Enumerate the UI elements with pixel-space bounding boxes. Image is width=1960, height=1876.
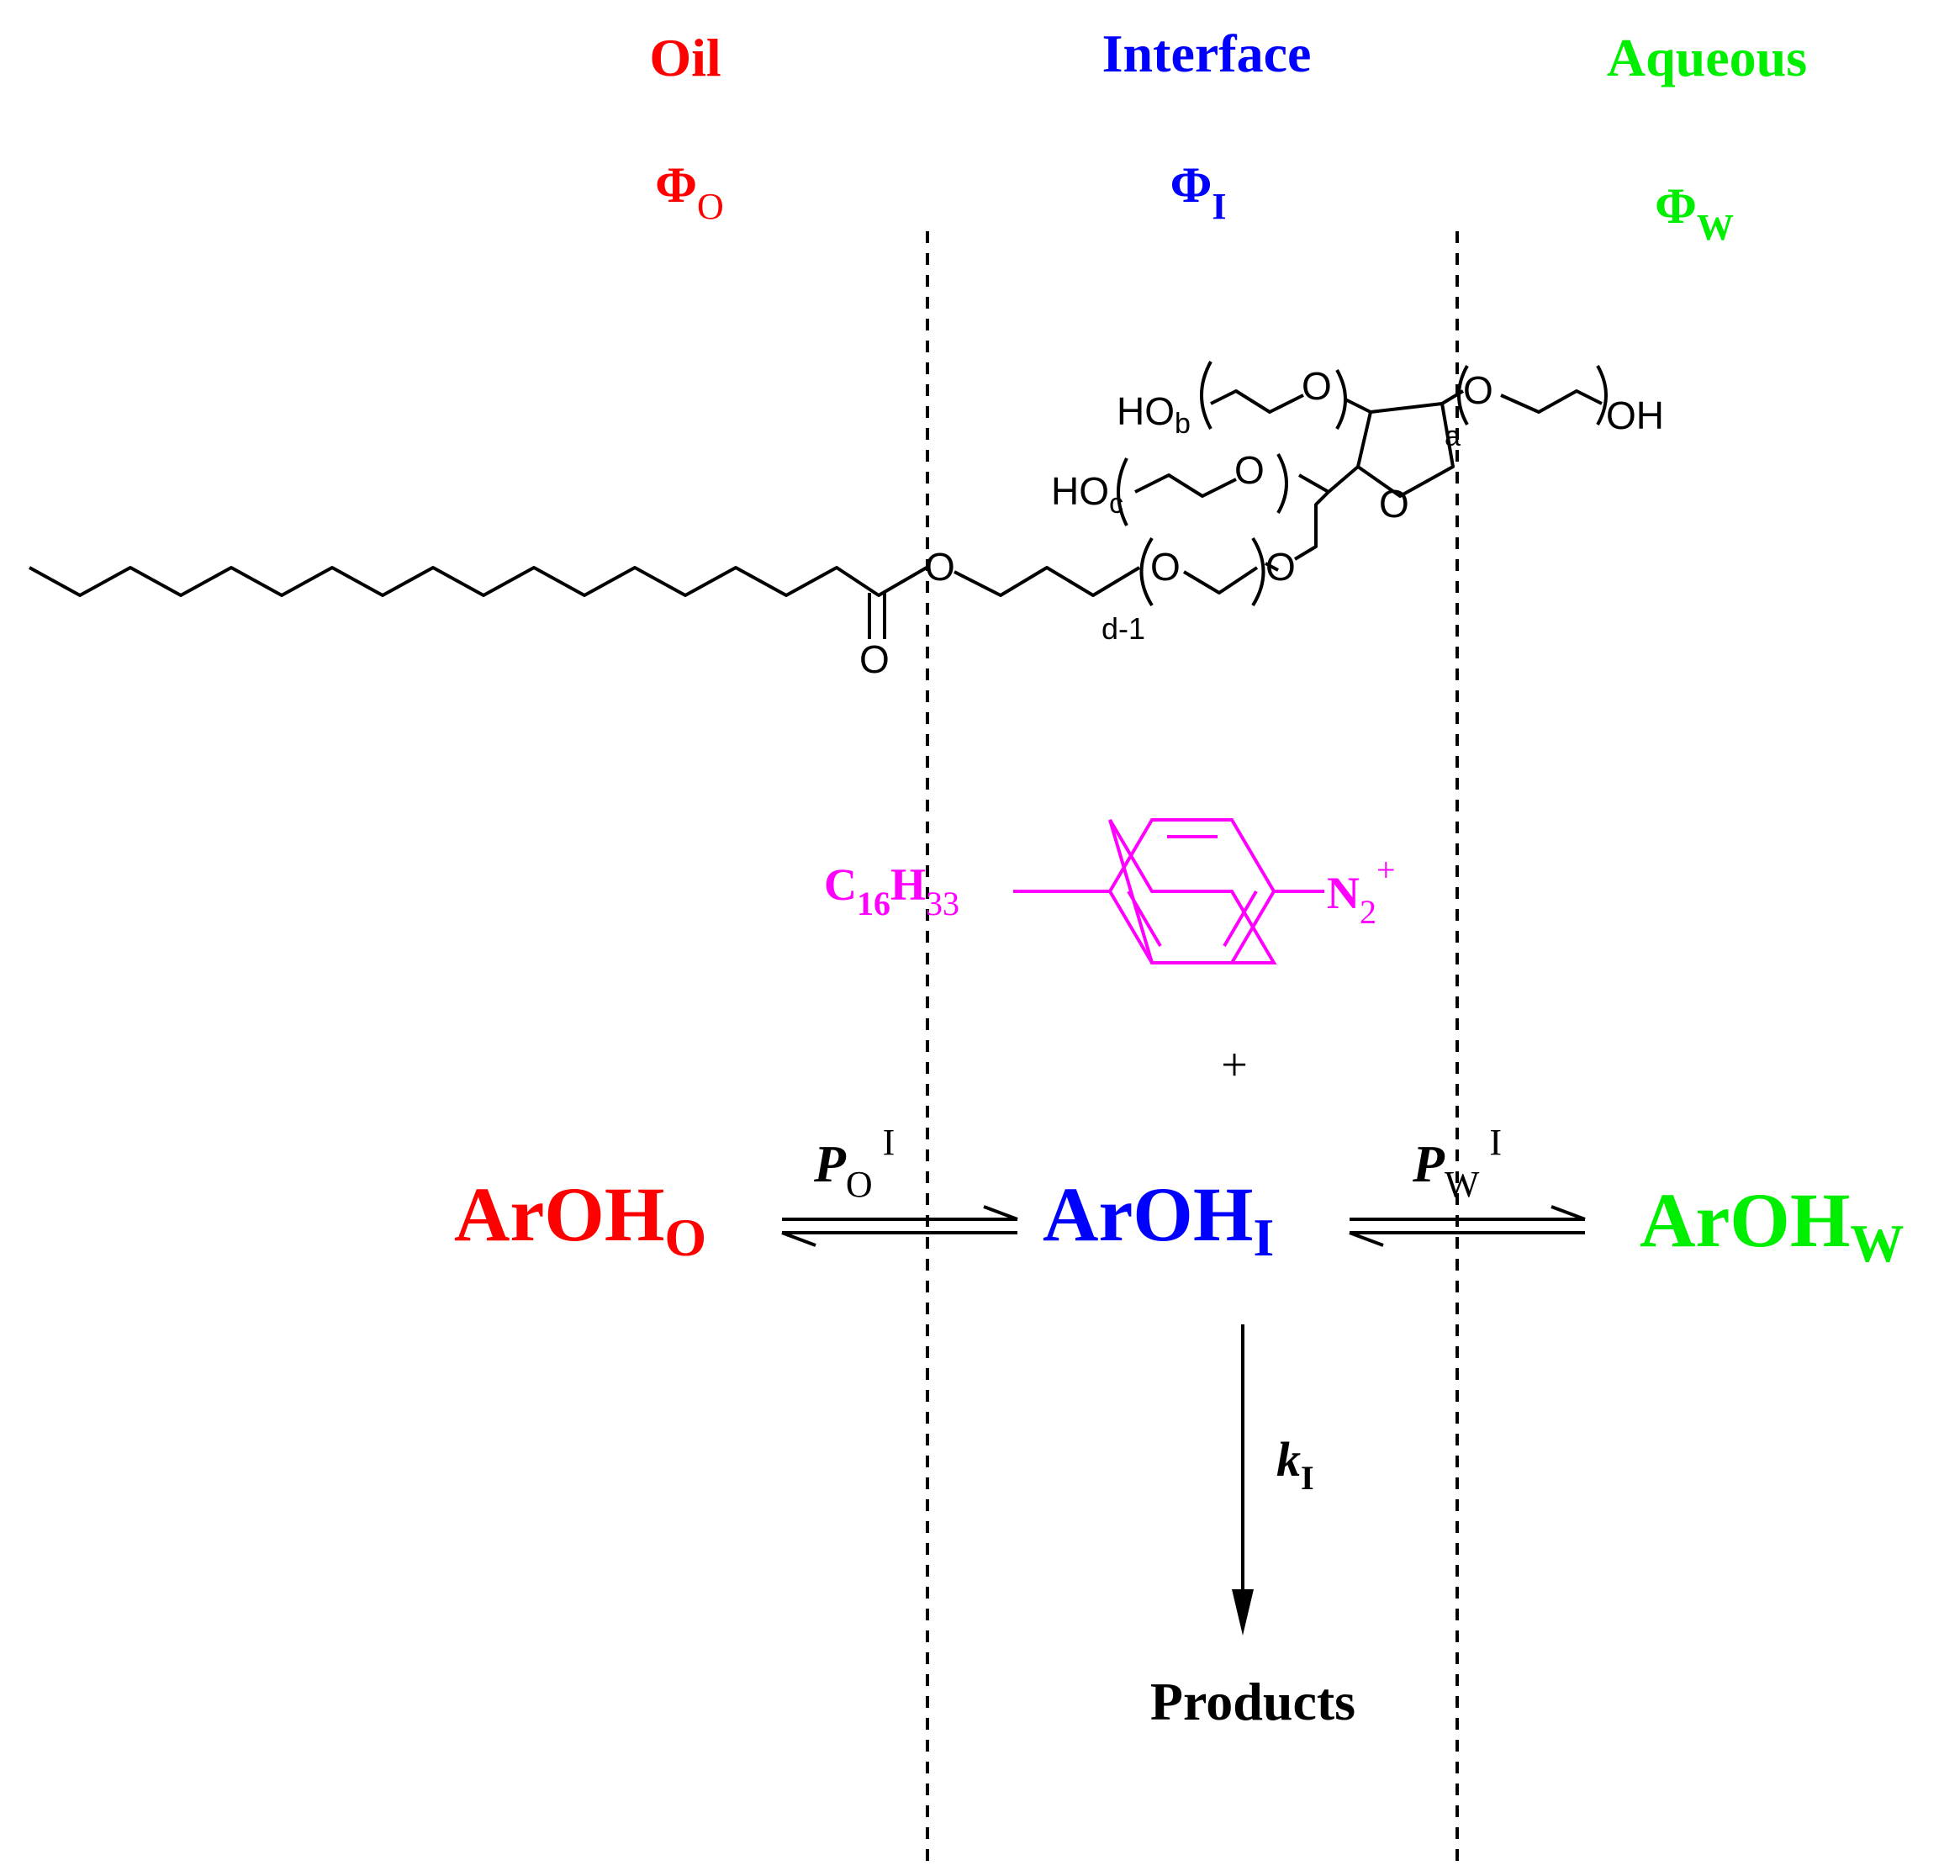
phase-aqueous-symbol: ΦW <box>1655 178 1734 248</box>
partition-constant-pw: PWI <box>1412 1122 1502 1205</box>
bracket-left-a <box>1457 365 1469 425</box>
ether-oxygen-d: O <box>1150 545 1181 589</box>
aroh-interface: ArOHI <box>1043 1171 1274 1267</box>
ether-oxygen-c: O <box>1234 448 1265 492</box>
ho-b: HOb <box>1117 389 1191 440</box>
plus-sign: + <box>1221 1039 1248 1091</box>
sorbitan-ring <box>1356 402 1455 498</box>
bracket-left-b <box>1200 361 1212 430</box>
bracket-left-c <box>1117 457 1128 526</box>
phase-interface-title: Interface <box>1102 24 1312 83</box>
oh-a: OH <box>1606 394 1664 437</box>
ether-oxygen-a: O <box>1463 368 1493 412</box>
carbonyl-oxygen: O <box>859 637 890 681</box>
bracket-right-d <box>1251 536 1265 607</box>
alkyl-chain <box>29 566 928 597</box>
ester-oxygen: O <box>925 545 955 589</box>
bracket-right-b <box>1335 369 1347 430</box>
cation-alkyl-label: C16H33 <box>824 859 959 922</box>
surfactant-structure <box>29 361 1608 639</box>
partition-constant-po: POI <box>813 1122 895 1205</box>
bracket-right-a <box>1596 365 1608 425</box>
diazonium-cation <box>1108 818 1277 964</box>
products-label: Products <box>1150 1672 1355 1731</box>
benzene-ring <box>1108 818 1277 964</box>
equilibrium-interface-aqueous <box>1349 1205 1586 1247</box>
reaction-arrowhead <box>1232 1589 1254 1636</box>
phase-aqueous-title: Aqueous <box>1607 28 1807 87</box>
bracket-left-d <box>1139 536 1154 607</box>
ether-oxygen-link: O <box>1265 545 1296 589</box>
equilibrium-oil-interface <box>781 1205 1018 1247</box>
ho-c: HOc <box>1051 469 1123 520</box>
aroh-aqueous: ArOHW <box>1640 1177 1904 1273</box>
cation-n2-label: N2+ <box>1327 851 1396 931</box>
rate-constant: kI <box>1276 1432 1314 1497</box>
aroh-oil: ArOHO <box>454 1171 706 1267</box>
label-a: a <box>1445 420 1461 452</box>
label-d-minus-1: d-1 <box>1102 611 1145 646</box>
phase-interface-symbol: ΦI <box>1170 157 1227 227</box>
phase-oil-title: Oil <box>649 28 721 87</box>
linker-chain <box>954 566 1141 597</box>
ether-oxygen-b: O <box>1302 364 1332 408</box>
phase-oil-symbol: ΦO <box>655 157 724 227</box>
ring-oxygen: O <box>1379 482 1409 526</box>
bracket-right-c <box>1276 453 1288 514</box>
